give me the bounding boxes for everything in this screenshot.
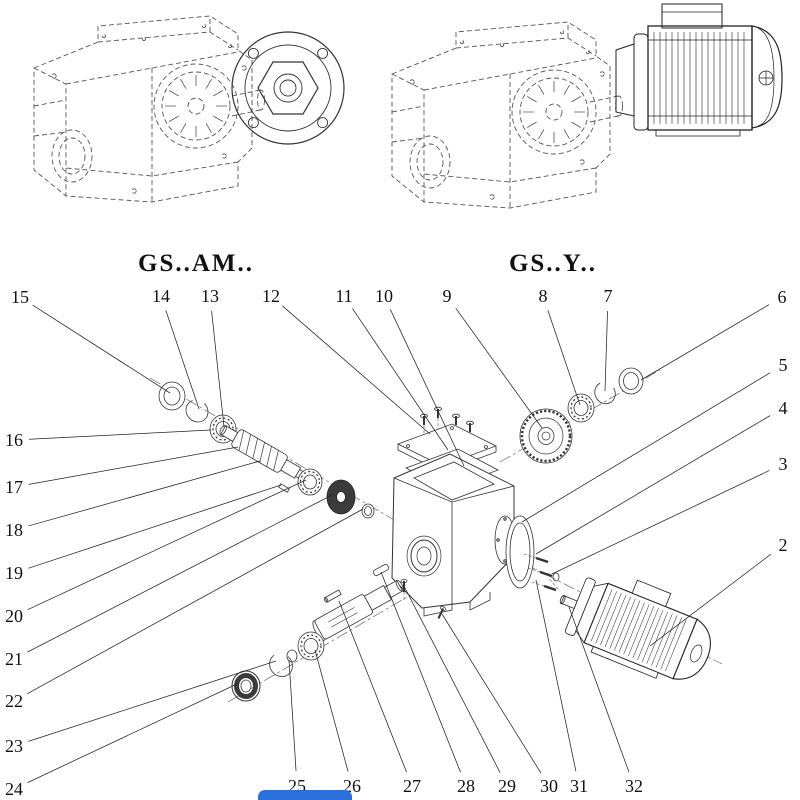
callout-number-21: 21 (5, 649, 23, 669)
adapter-ring-5 (505, 515, 535, 589)
leader-line-18 (28, 460, 261, 527)
callout-number-28: 28 (457, 776, 475, 796)
callout-number-22: 22 (5, 691, 23, 711)
washer-24 (231, 670, 261, 702)
callout-number-6: 6 (778, 287, 787, 307)
callout-number-13: 13 (201, 286, 219, 306)
callout-number-32: 32 (625, 776, 643, 796)
leader-line-11 (352, 308, 449, 451)
leader-line-32 (568, 606, 630, 773)
bearing-8 (567, 393, 595, 423)
bearing-20 (297, 468, 323, 496)
output-shaft-key-28 (372, 563, 390, 577)
leader-line-12 (282, 305, 431, 435)
leader-line-10 (390, 309, 465, 467)
leader-line-2 (649, 553, 772, 647)
leader-line-27 (338, 600, 407, 773)
leader-line-20 (27, 479, 307, 611)
leader-line-28 (380, 571, 461, 773)
leader-line-8 (547, 310, 581, 406)
bolt-29 (400, 579, 408, 602)
figure-gs-am (33, 15, 345, 203)
ring-22 (361, 503, 375, 519)
leader-line-25 (288, 659, 297, 772)
exploded-view (149, 367, 723, 703)
bearing-26 (297, 631, 325, 661)
callout-number-3: 3 (779, 454, 788, 474)
callout-number-18: 18 (5, 520, 23, 540)
callout-number-12: 12 (262, 286, 280, 306)
callout-number-27: 27 (403, 776, 421, 796)
leader-line-29 (404, 587, 501, 773)
callout-number-11: 11 (335, 286, 352, 306)
callout-number-24: 24 (5, 779, 23, 799)
callout-number-5: 5 (779, 355, 788, 375)
leader-line-23 (28, 660, 277, 742)
callout-number-17: 17 (5, 477, 23, 497)
callout-number-29: 29 (498, 776, 516, 796)
callout-number-9: 9 (443, 286, 452, 306)
motor-top (615, 3, 783, 137)
circlip-7 (594, 381, 616, 405)
leader-line-3 (551, 470, 770, 575)
leader-line-16 (28, 429, 212, 440)
callout-number-2: 2 (779, 535, 788, 555)
leader-line-4 (535, 415, 771, 555)
callout-number-23: 23 (5, 736, 23, 756)
callout-number-14: 14 (152, 286, 170, 306)
leader-line-14 (165, 310, 200, 410)
callout-number-7: 7 (604, 286, 613, 306)
worm-wheel-21 (326, 479, 356, 515)
leader-line-13 (211, 310, 225, 428)
leader-line-19 (28, 484, 282, 569)
spacer-25 (286, 649, 298, 663)
callout-number-4: 4 (779, 398, 788, 418)
leader-line-21 (27, 493, 335, 653)
circlip-14 (185, 399, 209, 423)
leader-line-17 (28, 446, 239, 485)
callout-number-15: 15 (11, 287, 29, 307)
leader-line-24 (27, 682, 240, 783)
leader-line-30 (441, 613, 542, 774)
output-flange (231, 31, 345, 145)
helical-gear-9 (519, 408, 573, 464)
bolt-30 (437, 606, 447, 619)
cut-off-blue-element[interactable] (258, 790, 352, 800)
callout-number-8: 8 (539, 286, 548, 306)
motor-exploded (549, 577, 711, 680)
oil-seal-6 (618, 367, 644, 395)
leader-line-26 (314, 649, 349, 772)
pin-27 (323, 589, 342, 603)
oil-seal-15 (158, 381, 186, 411)
flange-bolts (523, 553, 560, 592)
leader-line-22 (26, 508, 364, 695)
leader-line-7 (604, 310, 608, 392)
leader-line-9 (455, 307, 543, 429)
callout-number-20: 20 (5, 606, 23, 626)
gear-housing (391, 453, 516, 617)
worm-shaft (219, 425, 308, 482)
callout-number-10: 10 (375, 286, 393, 306)
caption-gs-y: GS..Y.. (509, 250, 597, 277)
circlip-23 (269, 653, 293, 677)
callout-number-19: 19 (5, 563, 23, 583)
callout-number-31: 31 (570, 776, 588, 796)
leader-line-5 (521, 372, 771, 523)
output-shaft-27-group (312, 579, 404, 641)
caption-gs-am: GS..AM.. (138, 250, 254, 277)
callout-number-16: 16 (5, 430, 23, 450)
callout-number-30: 30 (540, 776, 558, 796)
leader-line-31 (535, 579, 577, 772)
figure-gs-y (391, 3, 783, 209)
leader-line-15 (32, 304, 171, 394)
leader-line-6 (640, 304, 770, 381)
